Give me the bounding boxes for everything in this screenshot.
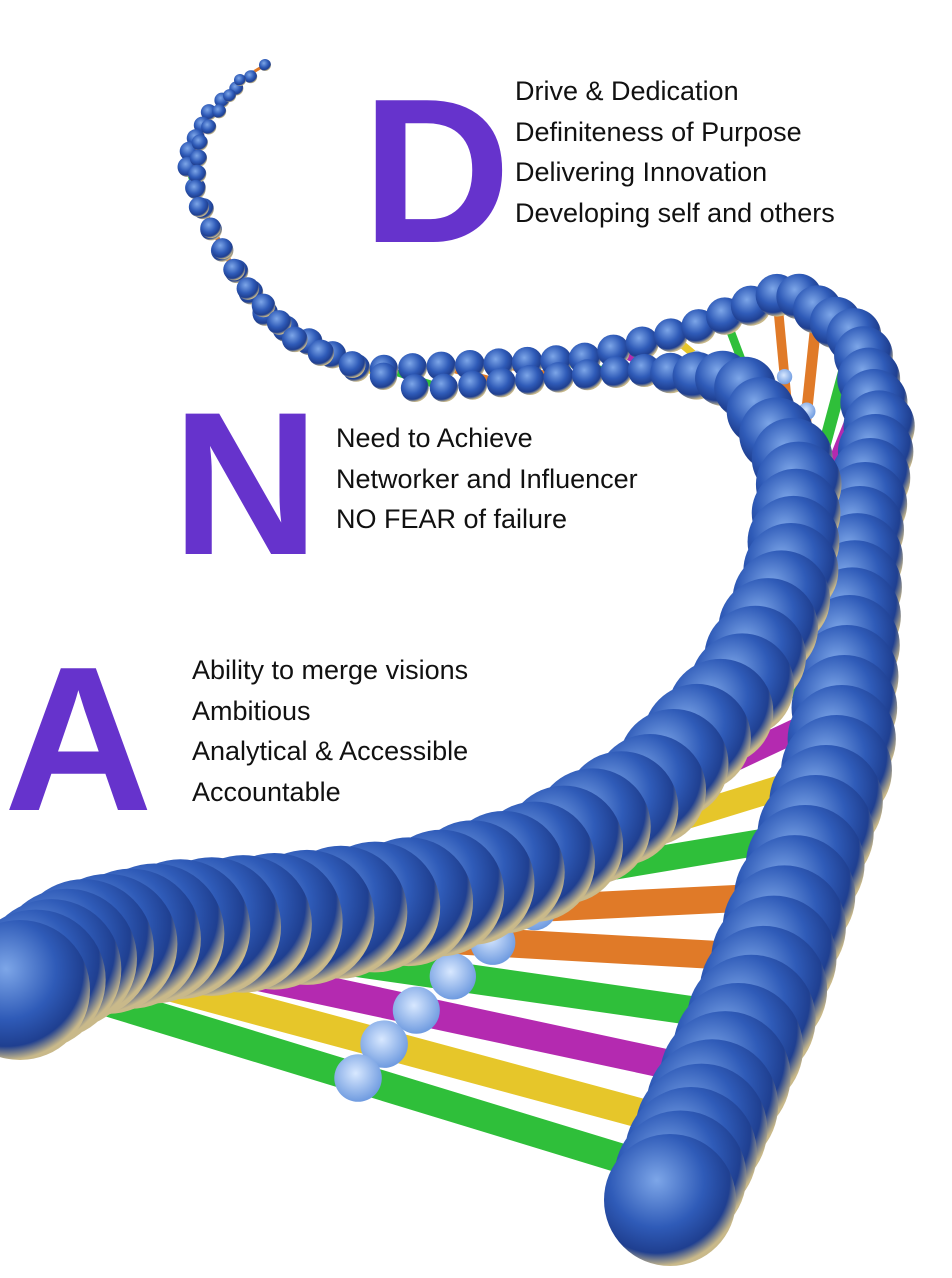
backbone-sphere: [429, 373, 459, 403]
backbone-sphere: [223, 258, 245, 281]
backbone-sphere: [486, 367, 517, 398]
backbone-sphere: [543, 362, 574, 393]
backbone-sphere: [266, 310, 292, 335]
backbone-sphere: [625, 326, 659, 360]
backbone-sphere: [398, 353, 428, 383]
letter-a: A: [4, 624, 153, 854]
rung-node: [776, 369, 793, 385]
trait-line: Accountable: [192, 776, 341, 807]
backbone-sphere: [400, 374, 429, 403]
trait-line: Delivering Innovation: [515, 157, 768, 187]
backbone-sphere: [251, 293, 276, 318]
trait-line: Ambitious: [192, 695, 311, 726]
backbone-sphere: [236, 277, 260, 300]
backbone-sphere: [234, 74, 246, 86]
rung-node: [334, 1054, 382, 1102]
backbone-sphere: [259, 59, 271, 71]
letter-d: D: [362, 56, 511, 286]
trait-line: Need to Achieve: [336, 423, 533, 453]
backbone-sphere: [223, 89, 237, 103]
backbone-sphere: [0, 920, 90, 1060]
trait-line: Drive & Dedication: [515, 76, 739, 106]
trait-line: Networker and Influencer: [336, 463, 638, 494]
trait-line: Developing self and others: [515, 197, 835, 228]
backbone-sphere: [369, 362, 398, 390]
backbone-sphere: [654, 318, 688, 353]
backbone-sphere: [186, 179, 206, 200]
trait-line: NO FEAR of failure: [336, 504, 568, 534]
backbone-sphere: [571, 359, 603, 391]
rung-node: [392, 986, 440, 1034]
rung-node: [429, 953, 476, 1000]
backbone-sphere: [600, 356, 632, 388]
backbone-sphere: [281, 326, 308, 353]
backbone-sphere: [191, 134, 208, 151]
backbone-sphere: [338, 351, 366, 378]
backbone-sphere: [244, 70, 258, 84]
backbone-sphere: [189, 149, 208, 167]
trait-line: Analytical & Accessible: [192, 736, 469, 766]
backbone-sphere: [211, 238, 234, 260]
trait-line: Ability to merge visions: [192, 655, 469, 685]
backbone-sphere: [188, 196, 209, 218]
backbone-sphere: [201, 119, 217, 135]
backbone-sphere: [188, 164, 207, 184]
n-traits-list: Need to Achieve Networker and Influencer…: [336, 418, 638, 540]
backbone-sphere: [604, 1134, 736, 1266]
d-traits-list: Drive & Dedication Definiteness of Purpo…: [515, 71, 835, 233]
backbone-sphere: [212, 104, 227, 119]
backbone-sphere: [426, 351, 457, 382]
letter-n: N: [172, 370, 320, 598]
backbone-sphere: [458, 370, 488, 400]
backbone-sphere: [200, 217, 221, 239]
backbone-sphere: [515, 365, 545, 395]
trait-line: Definiteness of Purpose: [515, 116, 802, 147]
a-traits-list: Ability to merge visions Ambitious Analy…: [192, 650, 468, 812]
backbone-sphere: [307, 339, 335, 366]
rung-node: [360, 1020, 408, 1068]
